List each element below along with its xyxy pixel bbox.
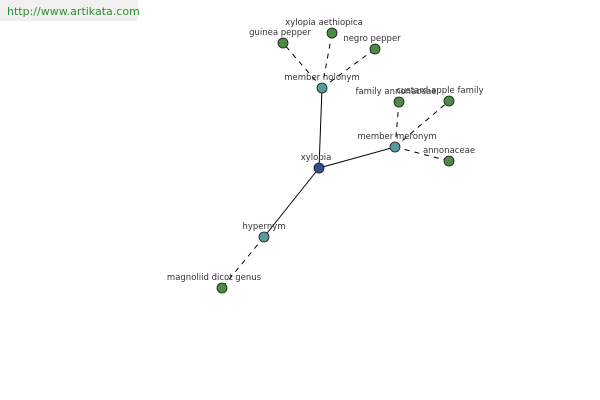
source-link[interactable]: http://www.artikata.com bbox=[0, 0, 140, 21]
node-magnoliid-dicot-genus[interactable] bbox=[216, 282, 228, 294]
node-family-annonaceae[interactable] bbox=[393, 96, 405, 108]
node-custard-apple-family[interactable] bbox=[443, 95, 455, 107]
node-label-member-meronym[interactable]: member meronym bbox=[357, 132, 436, 142]
edge-xylopia-to-member-holonym bbox=[318, 87, 323, 169]
node-label-xylopia-aethiopica[interactable]: xylopia aethiopica bbox=[285, 18, 363, 28]
node-label-member-holonym[interactable]: member holonym bbox=[284, 73, 359, 83]
node-label-family-annonaceae[interactable]: family annonaceae bbox=[355, 87, 436, 97]
node-label-annonaceae[interactable]: annonaceae bbox=[423, 146, 475, 156]
node-annonaceae[interactable] bbox=[443, 155, 455, 167]
nodes-layer bbox=[216, 27, 455, 294]
edge-xylopia-to-hypernym bbox=[263, 167, 320, 238]
node-hypernym[interactable] bbox=[258, 231, 270, 243]
edge-xylopia-to-member-meronym bbox=[318, 146, 396, 169]
edge-member-meronym-to-custard-apple-family bbox=[394, 100, 450, 148]
node-member-holonym[interactable] bbox=[316, 82, 328, 94]
node-label-guinea-pepper[interactable]: guinea pepper bbox=[249, 28, 311, 38]
node-xylopia[interactable] bbox=[313, 162, 325, 174]
node-label-hypernym[interactable]: hypernym bbox=[242, 222, 285, 232]
node-label-xylopia[interactable]: xylopia bbox=[301, 153, 332, 163]
node-xylopia-aethiopica[interactable] bbox=[326, 27, 338, 39]
edge-member-holonym-to-negro-pepper bbox=[321, 48, 376, 89]
node-member-meronym[interactable] bbox=[389, 141, 401, 153]
edges-layer bbox=[221, 32, 450, 289]
node-label-custard-apple-family[interactable]: custard-apple family bbox=[396, 86, 483, 96]
node-label-magnoliid-dicot-genus[interactable]: magnoliid dicot genus bbox=[167, 273, 262, 283]
edge-member-meronym-to-family-annonaceae bbox=[394, 101, 400, 148]
node-guinea-pepper[interactable] bbox=[277, 37, 289, 49]
labels-layer: xylopia member holonym member meronym hyper… bbox=[167, 18, 484, 283]
node-label-negro-pepper[interactable]: negro pepper bbox=[343, 34, 401, 44]
node-negro-pepper[interactable] bbox=[369, 43, 381, 55]
edge-hypernym-to-magnoliid-dicot-genus bbox=[221, 236, 265, 289]
